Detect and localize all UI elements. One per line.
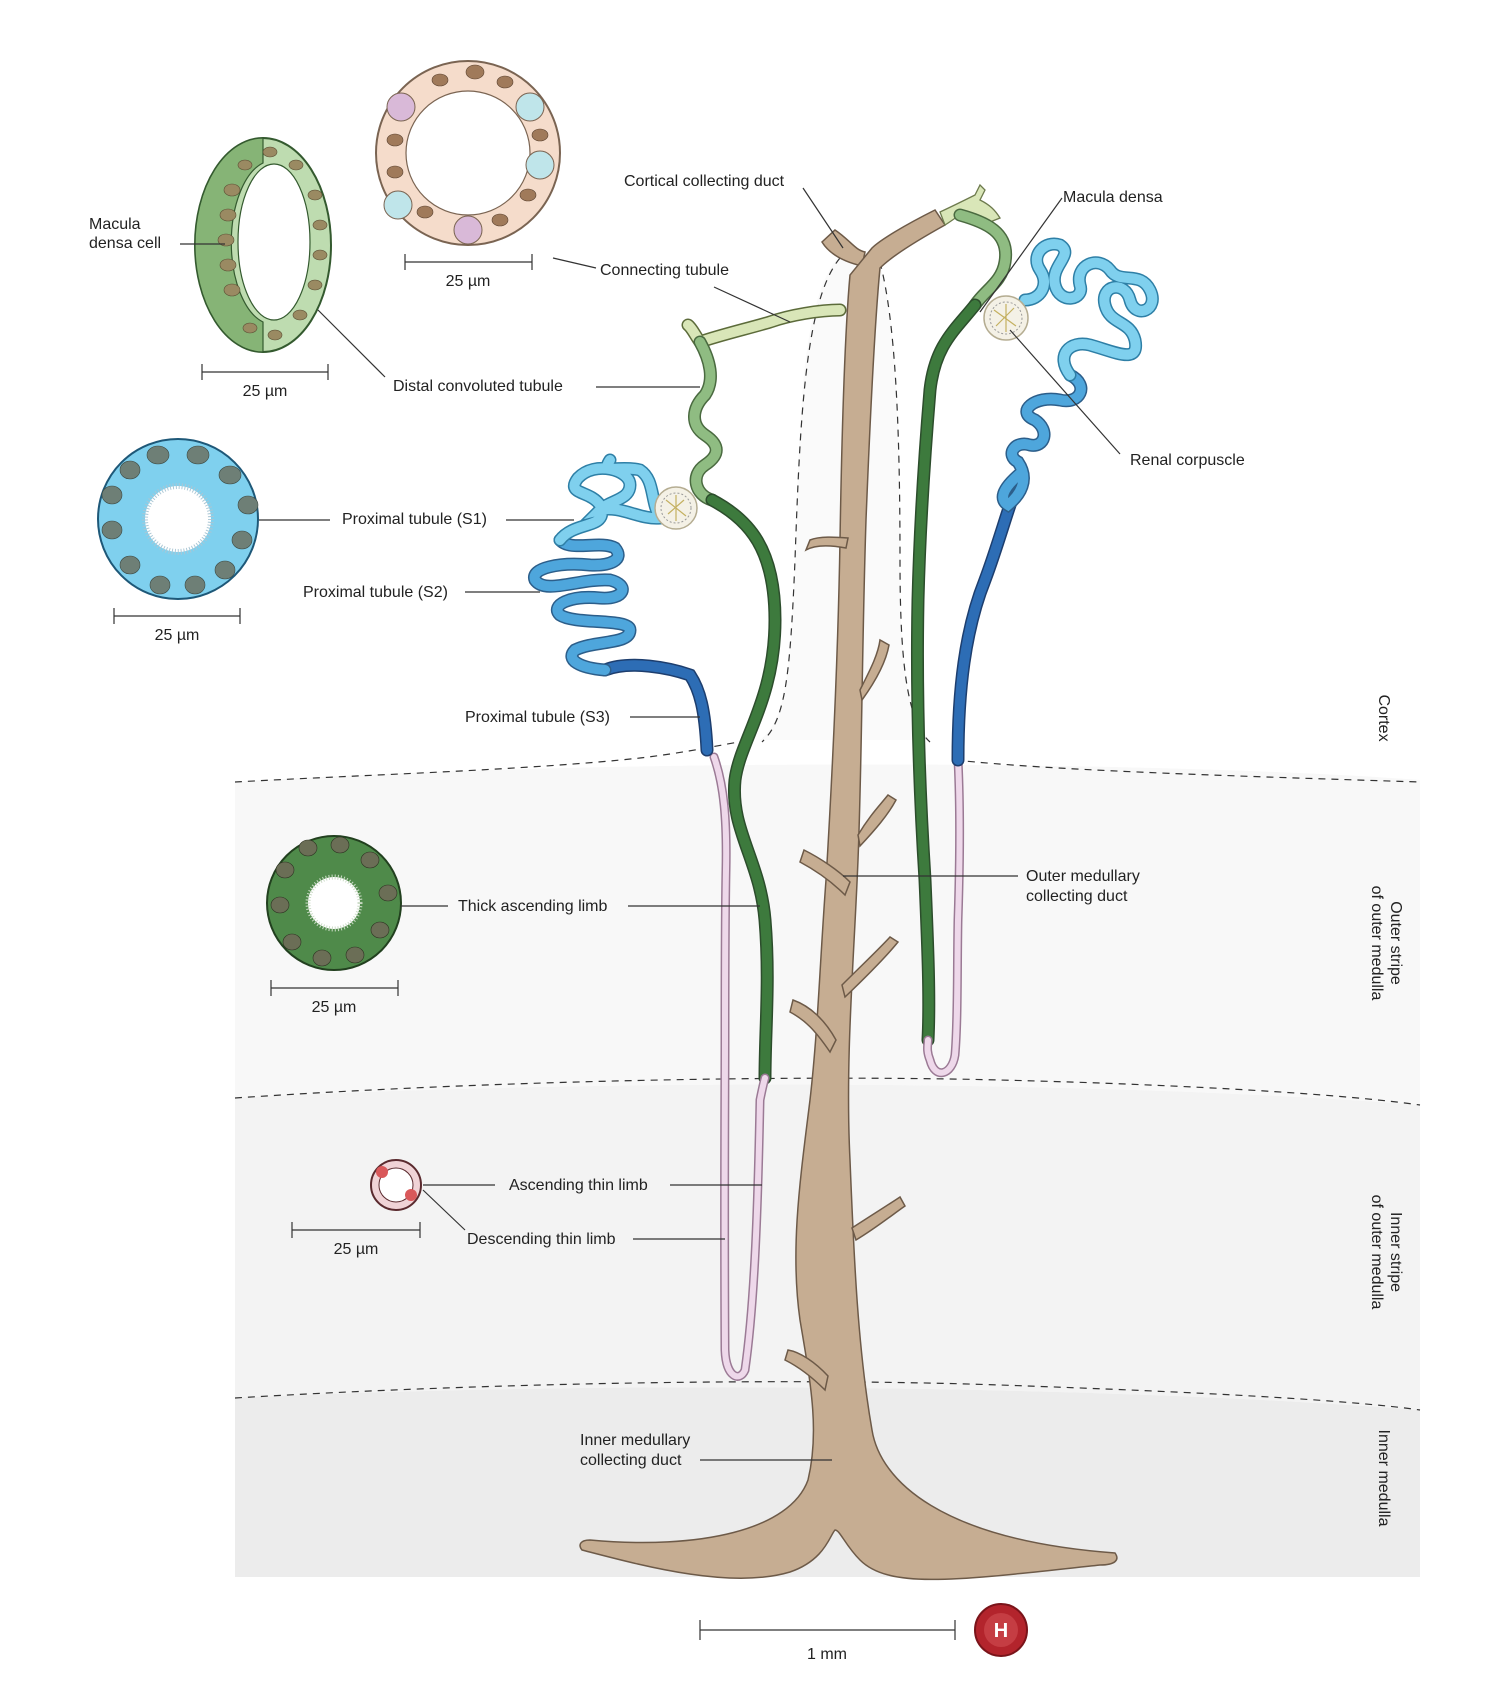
label-proximal-s2: Proximal tubule (S2) [303,584,448,601]
scale-label-proximal: 25 µm [155,627,200,644]
collecting-duct-branch-4 [799,848,851,897]
scale-label-main: 1 mm [807,1646,847,1663]
label-connecting-tubule: Connecting tubule [600,262,729,279]
cross-section-thin-limb [370,1159,422,1211]
collecting-duct-tree [579,183,1118,1581]
label-thick-ascending-limb: Thick ascending limb [458,898,608,915]
label-renal-corpuscle: Renal corpuscle [1130,452,1245,469]
label-outer-medullary-cd-line2: collecting duct [1026,888,1128,905]
outer-inner-stripe-boundary-line [234,1077,1421,1106]
scale-label-thick: 25 µm [312,999,357,1016]
left-nephron [528,303,847,1381]
right-nephron [910,208,1159,1077]
logo-letter: H [994,1620,1008,1642]
label-inner-medullary-cd-line1: Inner medullary [580,1432,690,1449]
collecting-duct-branch-2 [859,638,890,702]
kenhub-logo: H [974,1603,1028,1657]
cross-section-proximal-tubule [97,438,259,600]
zone-labels: Cortex Outer stripe of outer medulla Inn… [1368,694,1404,1526]
collecting-duct-branch-7 [851,1195,906,1242]
label-proximal-s3: Proximal tubule (S3) [465,709,610,726]
label-outer-medullary-cd-line1: Outer medullary [1026,868,1140,885]
scale-label-dct: 25 µm [243,383,288,400]
zone-label-inner-stripe-line1: Inner stripe [1387,1212,1404,1292]
collecting-duct-branch-1 [804,536,849,552]
cortex-boundary-line-right [954,759,1421,783]
leader-lines [180,187,1121,1461]
zone-label-outer-stripe-line2: of outer medulla [1368,886,1385,1001]
label-ascending-thin-limb: Ascending thin limb [509,1177,648,1194]
collecting-duct-branch-3 [857,794,897,848]
zone-label-outer-stripe-line1: Outer stripe [1387,901,1404,985]
label-inner-medullary-cd-line2: collecting duct [580,1452,682,1469]
zone-label-cortex: Cortex [1375,694,1392,741]
vascular-bundle-outline-right [879,261,931,743]
labels: Cortical collecting duct Macula densa Co… [89,173,1245,1663]
scale-bars [113,254,956,1640]
label-macula-densa-cell-line1: Macula [89,216,141,233]
zone-label-inner-medulla: Inner medulla [1375,1430,1392,1527]
cross-section-distal-tubule [194,137,332,353]
collecting-duct-branch-left [821,229,866,267]
cross-section-connecting-tubule [375,60,561,246]
label-cortical-collecting-duct: Cortical collecting duct [624,173,785,190]
label-macula-densa-cell-line2: densa cell [89,235,161,252]
scale-label-thin: 25 µm [334,1241,379,1258]
collecting-duct-branch-5 [841,936,900,999]
inner-stripe-medulla-boundary-line [234,1381,1421,1411]
scale-label-connecting: 25 µm [446,273,491,290]
label-macula-densa: Macula densa [1063,189,1163,206]
label-distal-convoluted-tubule: Distal convoluted tubule [393,378,563,395]
collecting-duct-branch-8 [784,1349,829,1392]
proximal-tubule-s3-right [951,465,1029,767]
cross-section-thick-ascending-limb [266,835,402,971]
collecting-duct-branch-6 [789,999,837,1054]
label-proximal-s1: Proximal tubule (S1) [342,511,487,528]
zone-label-inner-stripe-line2: of outer medulla [1368,1195,1385,1310]
label-descending-thin-limb: Descending thin limb [467,1231,616,1248]
